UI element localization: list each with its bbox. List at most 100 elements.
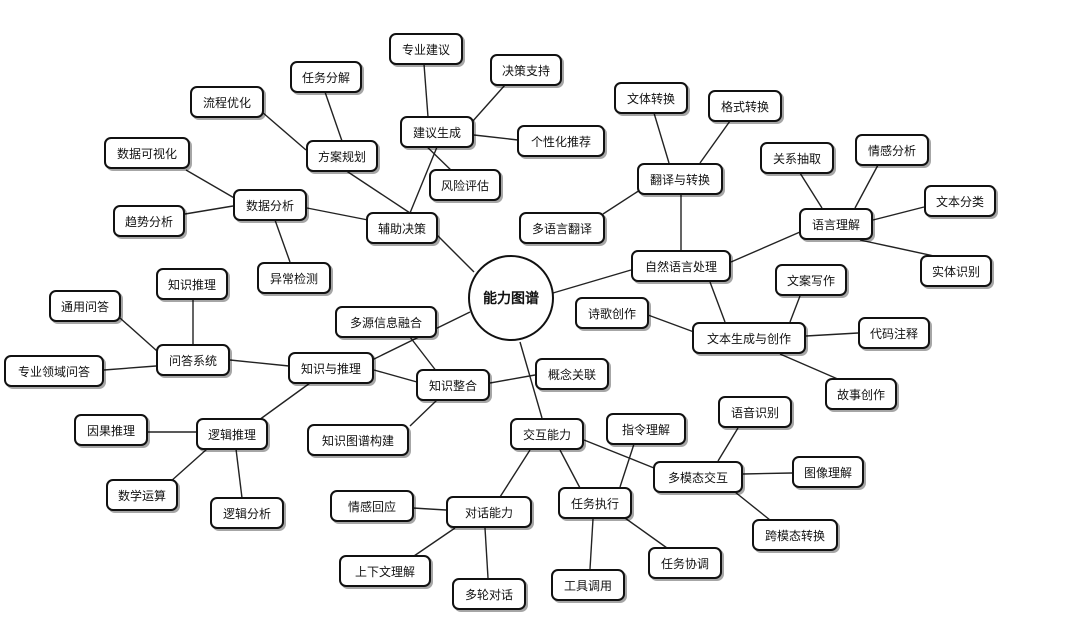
- connector-line: [409, 146, 438, 214]
- node-speech: 语音识别: [718, 396, 792, 428]
- node-story: 故事创作: [825, 378, 897, 410]
- node-copywriting: 文案写作: [775, 264, 847, 296]
- connector-line: [734, 491, 771, 521]
- connector-line: [409, 336, 438, 373]
- node-task-exec: 任务执行: [558, 487, 632, 519]
- node-concept-link: 概念关联: [535, 358, 609, 390]
- connector-line: [324, 91, 343, 142]
- connector-line: [119, 317, 158, 352]
- connector-line: [274, 219, 291, 263]
- connector-line: [730, 231, 801, 263]
- node-interaction: 交互能力: [510, 418, 584, 450]
- node-expert-advice: 专业建议: [389, 33, 463, 65]
- connector-line: [799, 172, 823, 209]
- connector-line: [624, 517, 668, 549]
- node-multimodal: 多模态交互: [653, 461, 743, 493]
- connector-line: [409, 399, 438, 427]
- connector-line: [261, 111, 307, 151]
- connector-line: [653, 112, 670, 164]
- node-personal-rec: 个性化推荐: [517, 125, 605, 157]
- connector-line: [344, 169, 411, 214]
- node-anomaly: 异常检测: [257, 262, 331, 294]
- node-data-analysis: 数据分析: [233, 189, 307, 221]
- node-entity: 实体识别: [920, 255, 992, 287]
- node-auxiliary-decision: 辅助决策: [366, 212, 438, 244]
- connector-line: [779, 353, 841, 381]
- connector-line: [489, 374, 536, 384]
- node-knowledge-infer: 知识推理: [156, 268, 228, 300]
- connector-line: [805, 332, 859, 337]
- connector-line: [471, 84, 506, 123]
- connector-line: [185, 169, 237, 200]
- connector-line: [709, 281, 726, 323]
- node-data-vis: 数据可视化: [104, 137, 190, 169]
- node-multi-source: 多源信息融合: [335, 306, 437, 338]
- node-lang-understand: 语言理解: [799, 208, 873, 240]
- node-knowledge-integrate: 知识整合: [416, 369, 490, 401]
- node-image: 图像理解: [792, 456, 864, 488]
- connector-line: [859, 239, 935, 257]
- node-tool-use: 工具调用: [551, 569, 625, 601]
- node-relation-extract: 关系抽取: [760, 142, 834, 174]
- connector-line: [103, 365, 157, 371]
- node-cross-modal: 跨模态转换: [752, 519, 838, 551]
- node-poetry: 诗歌创作: [575, 297, 649, 329]
- node-general-qa: 通用问答: [49, 290, 121, 322]
- node-causal: 因果推理: [74, 414, 148, 446]
- node-knowledge-reason: 知识与推理: [288, 352, 374, 384]
- connector-line: [499, 449, 531, 498]
- node-task-coord: 任务协调: [648, 547, 722, 579]
- center-node: 能力图谱: [468, 255, 554, 341]
- connector-line: [647, 314, 695, 333]
- connector-line: [229, 359, 290, 367]
- connector-line: [373, 369, 418, 383]
- node-plan: 方案规划: [306, 140, 378, 172]
- node-qa: 问答系统: [156, 344, 230, 376]
- node-risk-assess: 风险评估: [429, 169, 501, 201]
- node-domain-qa: 专业领域问答: [4, 355, 104, 387]
- node-nlp: 自然语言处理: [631, 250, 731, 282]
- connector-line: [184, 205, 234, 215]
- node-decision-support: 决策支持: [490, 54, 562, 86]
- node-emotion-resp: 情感回应: [330, 490, 414, 522]
- node-trend-analysis: 趋势分析: [113, 205, 185, 237]
- connector-line: [258, 382, 311, 421]
- connector-line: [602, 189, 641, 215]
- node-text-gen: 文本生成与创作: [692, 322, 806, 354]
- connector-line: [412, 507, 447, 511]
- node-dialogue: 对话能力: [446, 496, 532, 528]
- node-sentiment: 情感分析: [855, 134, 929, 166]
- connector-line: [436, 234, 475, 273]
- connector-line: [306, 207, 369, 221]
- node-math: 数学运算: [106, 479, 178, 511]
- node-instruction: 指令理解: [606, 413, 686, 445]
- connector-line: [717, 427, 739, 462]
- connector-line: [423, 63, 429, 118]
- connector-line: [169, 448, 208, 483]
- node-multilang: 多语言翻译: [519, 212, 605, 244]
- node-code-comment: 代码注释: [858, 317, 930, 349]
- node-task-decompose: 任务分解: [290, 61, 362, 93]
- node-format-transfer: 格式转换: [708, 90, 782, 122]
- connector-line: [552, 269, 632, 294]
- connector-line: [559, 449, 581, 489]
- connector-line: [872, 206, 925, 221]
- node-kg-build: 知识图谱构建: [307, 424, 409, 456]
- connector-line: [789, 295, 801, 323]
- connector-line: [619, 443, 635, 488]
- connector-line: [699, 120, 731, 164]
- node-logic-reason: 逻辑推理: [196, 418, 268, 450]
- node-text-classify: 文本分类: [924, 185, 996, 217]
- connector-line: [583, 439, 655, 469]
- connector-line: [413, 527, 456, 557]
- connector-line: [235, 448, 243, 499]
- connector-line: [519, 341, 543, 419]
- connector-line: [473, 134, 519, 141]
- node-process-opt: 流程优化: [190, 86, 264, 118]
- node-context: 上下文理解: [339, 555, 431, 587]
- node-logic-analysis: 逻辑分析: [210, 497, 284, 529]
- node-translation: 翻译与转换: [637, 163, 723, 195]
- connector-line: [484, 527, 489, 579]
